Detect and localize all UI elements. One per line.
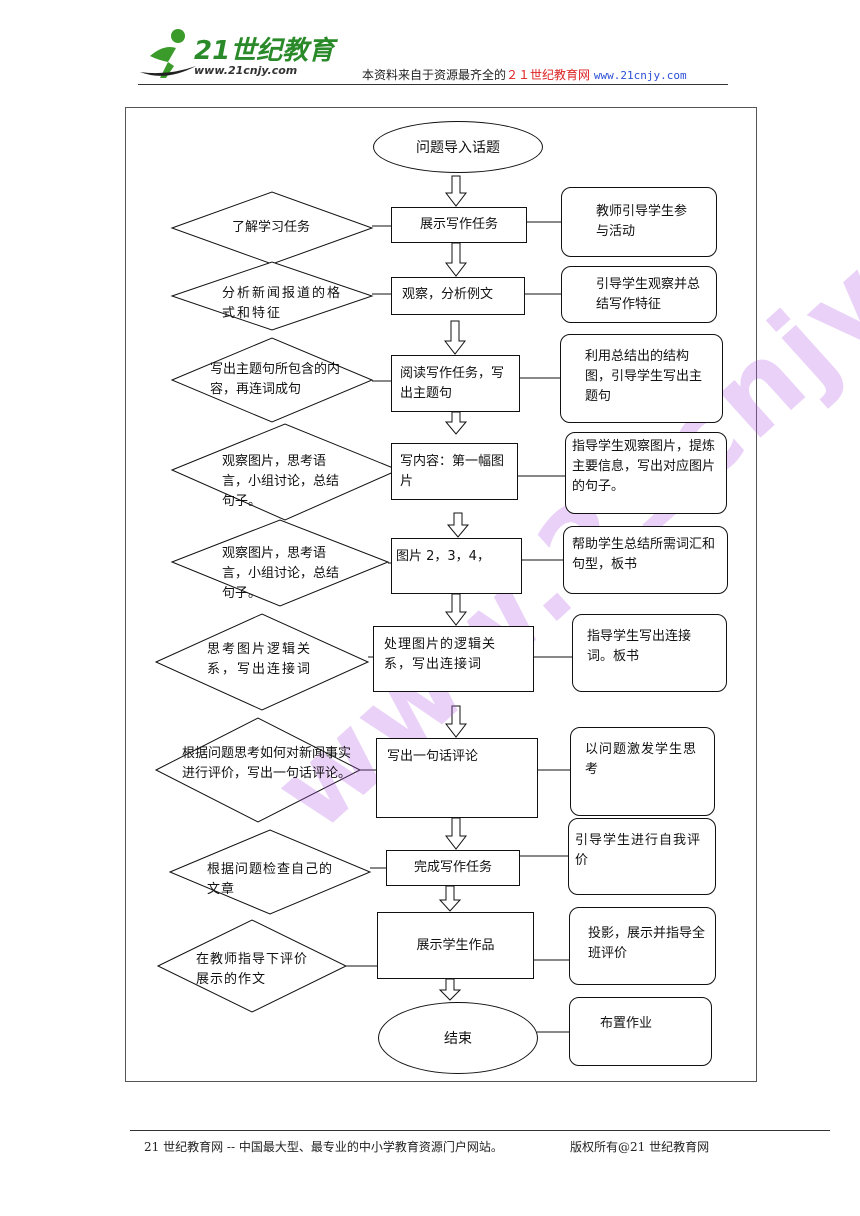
step-6-box: 处理图片的逻辑关系，写出连接词 bbox=[373, 626, 534, 692]
task-5-text: 观察图片，思考语言，小组讨论，总结句子。 bbox=[222, 546, 340, 601]
arrow-1 bbox=[444, 175, 468, 207]
task-2-text: 分析新闻报道的格式和特征 bbox=[222, 286, 343, 321]
footer-text: 21 世纪教育网 -- 中国最大型、最专业的中小学教育资源门户网站。 bbox=[144, 1140, 503, 1154]
start-node: 问题导入话题 bbox=[373, 121, 543, 173]
task-9-text: 在教师指导下评价展示的作文 bbox=[196, 952, 309, 987]
teacher-note-2: 引导学生观察并总结写作特征 bbox=[561, 266, 717, 323]
runner-logo-icon bbox=[140, 29, 196, 78]
step-7-box: 写出一句话评论 bbox=[376, 738, 538, 818]
arrow-6 bbox=[444, 593, 468, 626]
step-2-box: 观察，分析例文 bbox=[391, 277, 525, 315]
arrow-10 bbox=[438, 978, 462, 1001]
footer-divider bbox=[130, 1130, 830, 1131]
teacher-note-3: 利用总结出的结构图，引导学生写出主题句 bbox=[560, 334, 723, 423]
step-3-box: 阅读写作任务，写出主题句 bbox=[391, 355, 520, 412]
teacher-note-4: 指导学生观察图片，提炼主要信息，写出对应图片的句子。 bbox=[565, 432, 727, 514]
diamond-1 bbox=[170, 191, 374, 265]
arrow-7 bbox=[444, 705, 468, 738]
teacher-note-9: 投影，展示并指导全班评价 bbox=[569, 907, 716, 985]
diamond-8 bbox=[168, 829, 372, 915]
step-5-box: 图片 2，3，4， bbox=[391, 538, 522, 594]
teacher-note-1: 教师引导学生参与活动 bbox=[561, 187, 717, 257]
footer-copyright-link[interactable]: 版权所有@21 世纪教育网 bbox=[570, 1140, 710, 1154]
flowchart-frame bbox=[125, 107, 757, 1082]
step-4-box: 写内容：第一幅图片 bbox=[391, 443, 518, 500]
end-node: 结束 bbox=[378, 1002, 538, 1074]
task-6-text: 思考图片逻辑关系，写出连接词 bbox=[207, 642, 313, 677]
arrow-9 bbox=[438, 885, 462, 912]
teacher-note-6: 指导学生写出连接词。板书 bbox=[572, 614, 727, 692]
site-logo: 21世纪教育 www.21cnjy.com bbox=[138, 26, 338, 86]
step-9-box: 展示学生作品 bbox=[377, 912, 534, 979]
logo-url: www.21cnjy.com bbox=[194, 64, 298, 77]
header-divider bbox=[138, 84, 728, 85]
arrow-8 bbox=[444, 817, 468, 850]
diamond-5 bbox=[170, 519, 390, 607]
step-1-box: 展示写作任务 bbox=[391, 207, 527, 243]
arrow-5 bbox=[446, 512, 470, 538]
diamond-6 bbox=[154, 613, 370, 711]
arrow-4 bbox=[444, 411, 468, 435]
teacher-note-10: 布置作业 bbox=[569, 997, 712, 1066]
arrow-3 bbox=[443, 320, 467, 355]
diamond-2 bbox=[170, 261, 374, 331]
header-note-brand: ２１世纪教育网 bbox=[506, 68, 591, 82]
step-8-box: 完成写作任务 bbox=[386, 850, 520, 886]
logo-title: 21世纪教育 bbox=[194, 36, 335, 66]
task-7-text: 根据问题思考如何对新闻事实进行评价，写出一句话评论。 bbox=[182, 746, 352, 781]
header-note: 本资料来自于资源最齐全的２１世纪教育网 www.21cnjy.com bbox=[362, 66, 687, 83]
teacher-note-8: 引导学生进行自我评价 bbox=[568, 818, 716, 895]
task-4-text: 观察图片，思考语言，小组讨论，总结句子。 bbox=[222, 454, 340, 509]
arrow-2 bbox=[444, 242, 468, 277]
teacher-note-7: 以问题激发学生思考 bbox=[570, 727, 715, 816]
teacher-note-5: 帮助学生总结所需词汇和句型，板书 bbox=[563, 526, 728, 594]
task-1-text: 了解学习任务 bbox=[232, 220, 311, 235]
diamond-3 bbox=[170, 337, 374, 423]
header-note-prefix: 本资料来自于资源最齐全的 bbox=[362, 68, 507, 82]
task-8-text: 根据问题检查自己的文章 bbox=[207, 862, 334, 897]
header-note-url: www.21cnjy.com bbox=[593, 69, 687, 82]
task-3-text: 写出主题句所包含的内容，再连词成句 bbox=[210, 362, 341, 397]
